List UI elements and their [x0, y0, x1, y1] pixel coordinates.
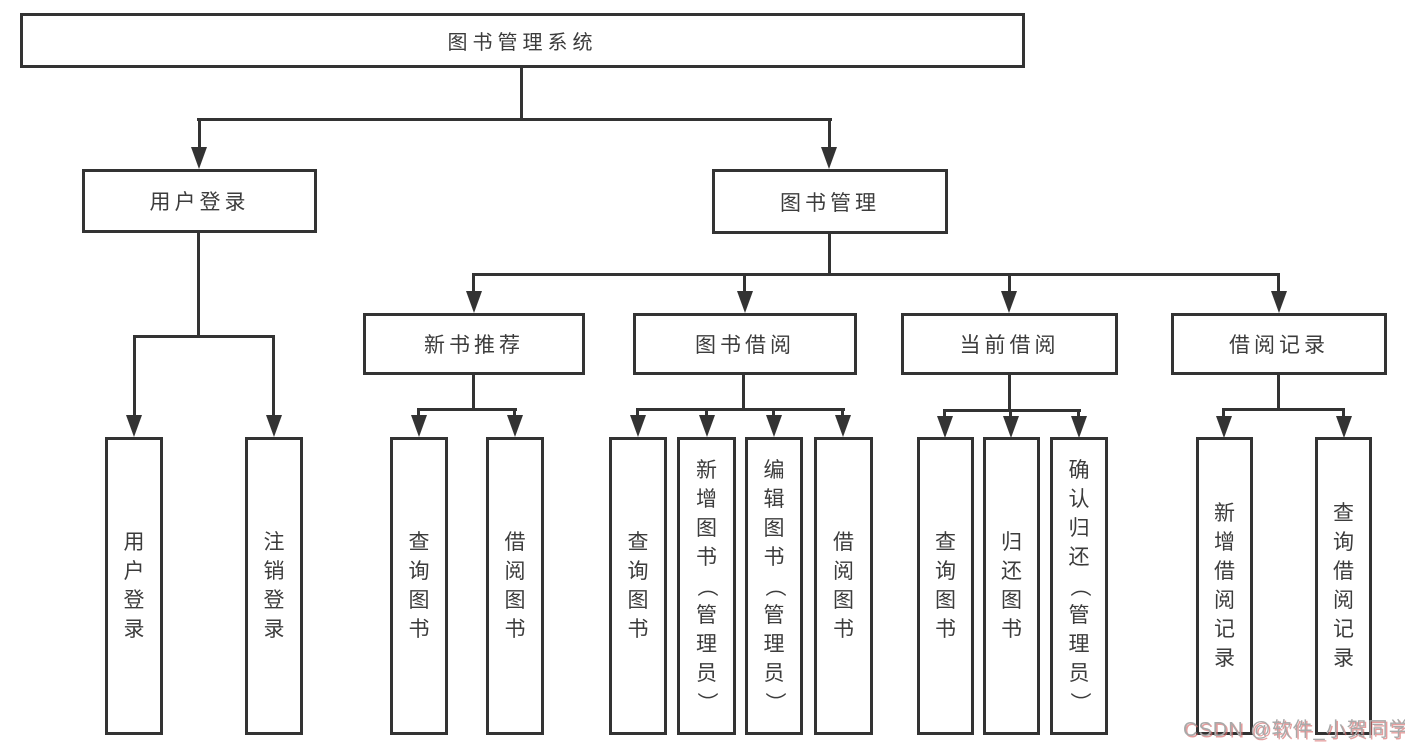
- leaf-logout-label: 注销登录: [263, 531, 285, 641]
- node-new-book-recommend: 新书推荐: [363, 313, 585, 375]
- leaf-query-borrow-record-label: 查询借阅记录: [1333, 502, 1354, 670]
- leaf-user-login-label: 用户登录: [123, 531, 145, 641]
- arrowhead-leaf-user-login: [126, 415, 142, 437]
- leaf-query-book-3-label: 查询图书: [935, 531, 956, 641]
- node-current-borrow-label: 当前借阅: [959, 334, 1060, 357]
- arrowhead-borrow-book-1: [507, 415, 523, 437]
- node-new-book-recommend-label: 新书推荐: [424, 334, 524, 357]
- connector-book-management-hline: [472, 273, 1280, 276]
- leaf-query-book-3: 查询图书: [917, 437, 974, 735]
- leaf-edit-book-admin-label: 编辑图书（管理员）: [762, 458, 786, 713]
- connector-drop-leaf-user-login: [133, 338, 136, 415]
- connector-root-stub: [520, 68, 523, 121]
- leaf-query-borrow-record: 查询借阅记录: [1315, 437, 1372, 735]
- connector-borrow-records-stub: [1277, 375, 1280, 411]
- node-user-login-label: 用户登录: [149, 191, 250, 214]
- arrowhead-book-borrow: [737, 291, 753, 313]
- connector-drop-add-book: [705, 411, 708, 417]
- arrowhead-user-login: [191, 147, 207, 169]
- leaf-add-borrow-record: 新增借阅记录: [1196, 437, 1253, 735]
- leaf-edit-book-admin: 编辑图书（管理员）: [745, 437, 803, 735]
- leaf-query-book-2-label: 查询图书: [627, 531, 649, 641]
- node-book-management-label: 图书管理: [780, 191, 880, 215]
- leaf-borrow-book-1: 借阅图书: [486, 437, 544, 735]
- leaf-borrow-book-1-label: 借阅图书: [504, 531, 526, 641]
- connector-current-borrow-hline: [943, 409, 1081, 412]
- connector-drop-query-borrow-record: [1342, 411, 1345, 417]
- arrowhead-book-management: [821, 147, 837, 169]
- node-current-borrow: 当前借阅: [901, 313, 1118, 375]
- csdn-watermark: CSDN @软件_小贺同学: [1183, 719, 1405, 741]
- arrowhead-query-book-3: [937, 416, 953, 438]
- connector-drop-query-book-1: [417, 411, 420, 417]
- connector-root-hline: [197, 118, 832, 121]
- leaf-confirm-return-admin-label: 确认归还（管理员）: [1067, 458, 1091, 713]
- node-book-management: 图书管理: [712, 169, 948, 234]
- connector-root-drop-book-management: [828, 121, 831, 148]
- node-library-management-system: 图书管理系统: [20, 13, 1025, 68]
- arrowhead-add-book: [699, 415, 715, 437]
- leaf-confirm-return-admin: 确认归还（管理员）: [1050, 437, 1108, 735]
- arrowhead-query-borrow-record: [1336, 416, 1352, 438]
- connector-drop-query-book-2: [636, 411, 639, 417]
- arrowhead-current-borrow: [1001, 291, 1017, 313]
- node-user-login: 用户登录: [82, 169, 317, 233]
- leaf-query-book-2: 查询图书: [609, 437, 667, 735]
- arrowhead-borrow-book-2: [835, 415, 851, 437]
- arrowhead-query-book-1: [411, 415, 427, 437]
- connector-drop-borrow-records: [1277, 276, 1280, 292]
- node-borrow-records: 借阅记录: [1171, 313, 1387, 375]
- leaf-borrow-book-2-label: 借阅图书: [833, 531, 854, 641]
- connector-drop-confirm-return: [1077, 412, 1080, 418]
- connector-drop-current-borrow: [1008, 276, 1011, 292]
- arrowhead-borrow-records: [1271, 291, 1287, 313]
- leaf-add-book-admin-label: 新增图书（管理员）: [695, 458, 718, 713]
- connector-drop-leaf-logout: [272, 338, 275, 415]
- leaf-borrow-book-2: 借阅图书: [814, 437, 873, 735]
- connector-user-login-stub: [197, 233, 200, 338]
- node-book-borrow: 图书借阅: [633, 313, 857, 375]
- connector-new-book-recommend-hline: [417, 408, 517, 411]
- connector-book-management-stub: [828, 234, 831, 276]
- connector-drop-add-borrow-record: [1222, 411, 1225, 417]
- node-book-borrow-label: 图书借阅: [695, 334, 795, 357]
- leaf-query-book-1: 查询图书: [390, 437, 448, 735]
- arrowhead-query-book-2: [630, 415, 646, 437]
- leaf-user-login: 用户登录: [105, 437, 163, 735]
- arrowhead-leaf-logout: [266, 415, 282, 437]
- connector-drop-edit-book: [772, 411, 775, 417]
- connector-user-login-hline: [133, 335, 275, 338]
- leaf-return-book-label: 归还图书: [1001, 531, 1022, 641]
- node-library-management-system-label: 图书管理系统: [447, 32, 598, 54]
- leaf-add-borrow-record-label: 新增借阅记录: [1214, 502, 1235, 670]
- arrowhead-add-borrow-record: [1216, 416, 1232, 438]
- connector-drop-book-borrow: [743, 276, 746, 292]
- leaf-add-book-admin: 新增图书（管理员）: [677, 437, 736, 735]
- leaf-query-book-1-label: 查询图书: [408, 531, 430, 641]
- arrowhead-new-book-recommend: [466, 291, 482, 313]
- arrowhead-confirm-return: [1071, 416, 1087, 438]
- connector-drop-query-book-3: [943, 412, 946, 418]
- connector-drop-return-book: [1009, 412, 1012, 418]
- connector-drop-borrow-book-1: [513, 411, 516, 417]
- node-borrow-records-label: 借阅记录: [1229, 334, 1329, 357]
- connector-book-borrow-stub: [742, 375, 745, 411]
- connector-book-borrow-hline: [636, 408, 845, 411]
- connector-root-drop-user-login: [198, 121, 201, 148]
- connector-new-book-recommend-stub: [472, 375, 475, 411]
- arrowhead-edit-book: [766, 415, 782, 437]
- arrowhead-return-book: [1003, 416, 1019, 438]
- connector-borrow-records-hline: [1222, 408, 1345, 411]
- leaf-logout: 注销登录: [245, 437, 303, 735]
- connector-drop-borrow-book-2: [841, 411, 844, 417]
- connector-drop-new-book-recommend: [472, 276, 475, 292]
- connector-current-borrow-stub: [1008, 375, 1011, 412]
- leaf-return-book: 归还图书: [983, 437, 1040, 735]
